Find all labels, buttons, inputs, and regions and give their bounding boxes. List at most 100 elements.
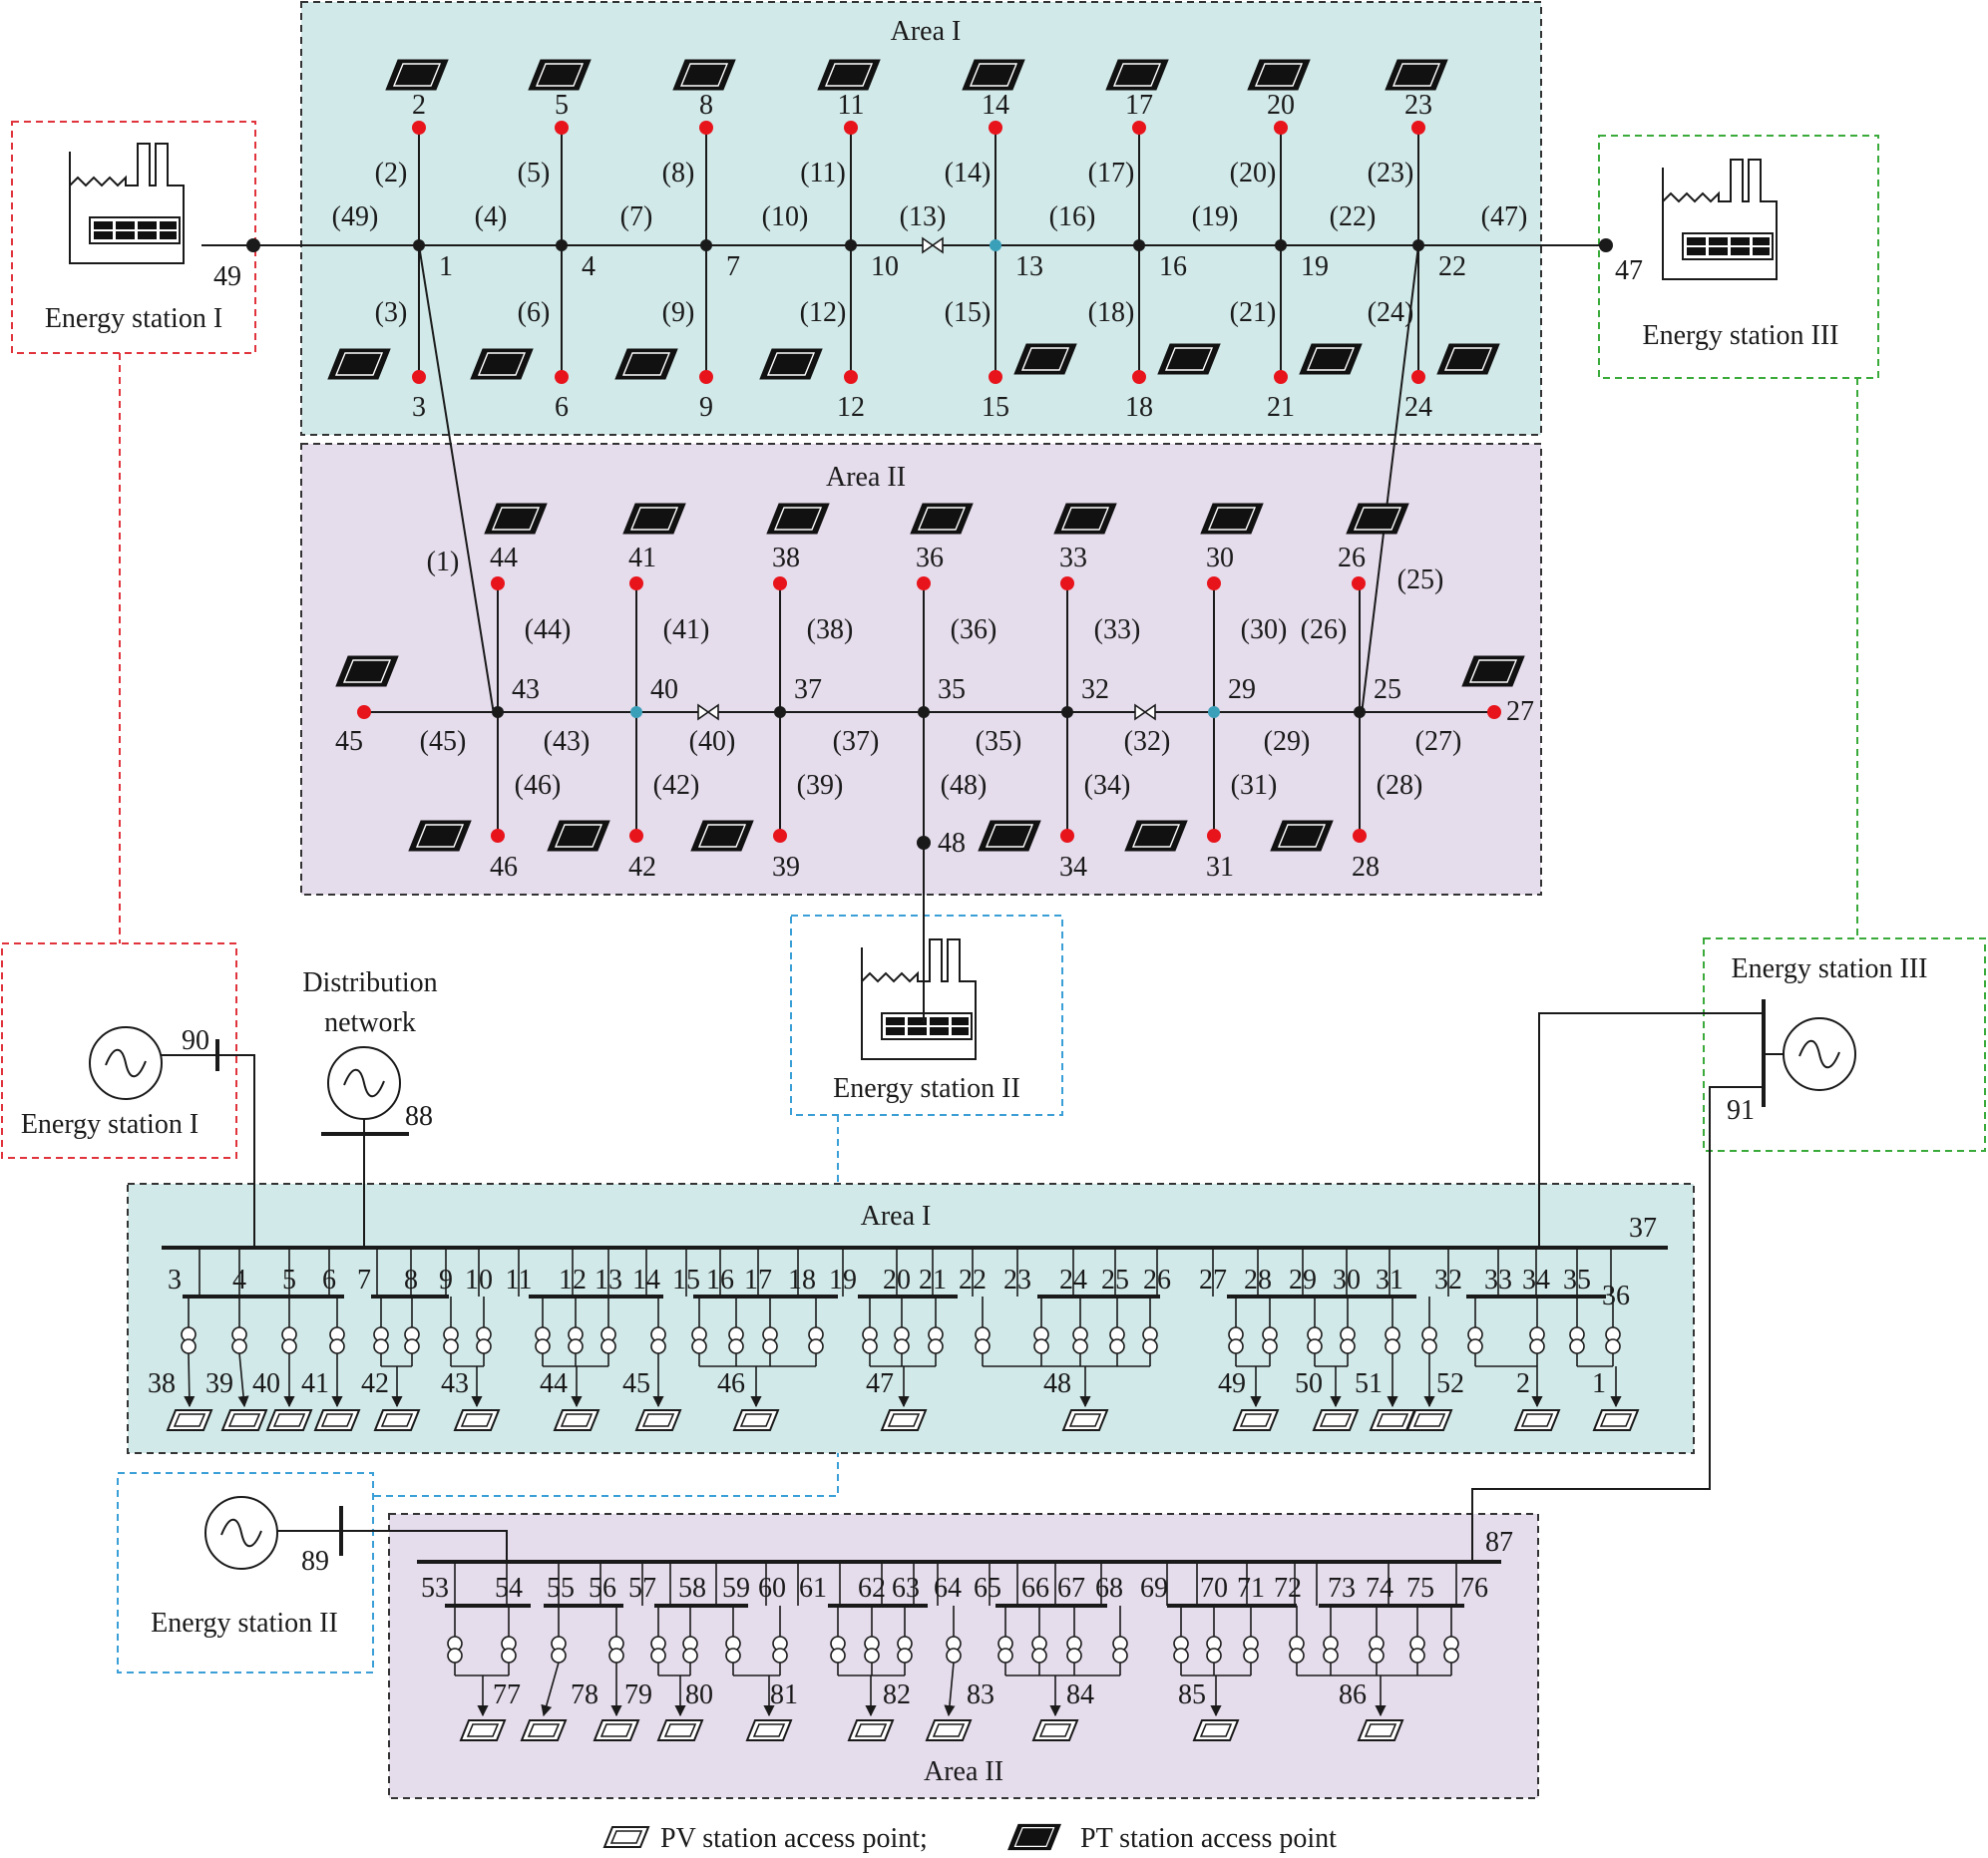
node-label: 2 (412, 90, 426, 121)
branch-label: (29) (1264, 726, 1311, 757)
bus-node (917, 836, 931, 850)
energy-station1-label: Energy station I (45, 303, 222, 334)
branch-label: (11) (800, 158, 846, 188)
branch-label: (28) (1377, 770, 1423, 801)
feeder-label: 72 (1274, 1573, 1302, 1604)
branch-label: (16) (1049, 201, 1096, 232)
node-label: 32 (1081, 674, 1109, 705)
node-label: 5 (555, 90, 569, 121)
branch-label: (1) (427, 547, 460, 577)
node-label: 17 (1125, 90, 1153, 121)
pv-station-icon (1313, 1409, 1359, 1431)
bus-node (1207, 576, 1221, 590)
transformer-icon (476, 1326, 492, 1354)
node-label: 31 (1206, 852, 1234, 883)
transformer-icon (1243, 1636, 1259, 1664)
feeder-label: 58 (678, 1573, 706, 1604)
branch-label: (7) (620, 201, 653, 232)
feeder-label: 73 (1328, 1573, 1356, 1604)
branch-label: (30) (1241, 614, 1288, 645)
bus-node (413, 239, 425, 251)
bottom-area1-title: Area I (861, 1201, 932, 1232)
transformer-icon (946, 1636, 962, 1664)
transformer-icon (1142, 1326, 1158, 1354)
feeder-label: 63 (892, 1573, 920, 1604)
node-label: 49 (213, 261, 241, 292)
factory-icon (1662, 159, 1778, 280)
transformer-icon (281, 1326, 297, 1354)
pv-station-icon (167, 1409, 212, 1431)
pv-label: 40 (252, 1368, 280, 1399)
energy-station1-box (11, 121, 256, 354)
transformer-icon (808, 1326, 824, 1354)
feeder-label: 56 (589, 1573, 616, 1604)
factory-icon (861, 938, 977, 1060)
bus-node (1275, 239, 1287, 251)
top-area1-title: Area I (891, 16, 962, 47)
feeder-label: 66 (1021, 1573, 1049, 1604)
node-label: 12 (837, 392, 865, 423)
feeder-label: 75 (1406, 1573, 1434, 1604)
pv-station-icon (635, 1409, 681, 1431)
bus-node (556, 239, 568, 251)
bus-node (990, 239, 1001, 251)
bus-node (1207, 829, 1221, 843)
node-label: 6 (555, 392, 569, 423)
pv-label: 78 (571, 1679, 598, 1710)
node-label: 46 (490, 852, 518, 883)
bus-node (555, 121, 569, 135)
node-label: 27 (1506, 696, 1534, 727)
transformer-icon (447, 1636, 463, 1664)
transformer-icon (1033, 1326, 1049, 1354)
branch-label: (42) (653, 770, 700, 801)
transformer-icon (975, 1326, 991, 1354)
feeder-label: 67 (1057, 1573, 1085, 1604)
bus-node (629, 829, 643, 843)
branch-label: (25) (1397, 564, 1444, 595)
pv-station-icon (1193, 1719, 1239, 1741)
branch-label: (2) (375, 158, 408, 188)
node-label: 28 (1352, 852, 1380, 883)
transformer-icon (1289, 1636, 1305, 1664)
bus-node (492, 706, 504, 718)
transformer-icon (404, 1326, 420, 1354)
node-label: 87 (1485, 1527, 1513, 1558)
branch-label: (17) (1088, 158, 1135, 188)
pv-station-icon (1062, 1409, 1108, 1431)
generator-icon (89, 1026, 163, 1100)
bus-node (989, 370, 1002, 384)
pv-station-icon (314, 1409, 360, 1431)
branch-label: (31) (1231, 770, 1278, 801)
pv-station-icon (733, 1409, 779, 1431)
bottom-area2-title: Area II (924, 1756, 1003, 1787)
feeder-label: 55 (547, 1573, 575, 1604)
bottom-area1-region (127, 1183, 1695, 1454)
pv-label: 42 (361, 1368, 389, 1399)
branch-label: (14) (945, 158, 992, 188)
factory-icon (69, 143, 185, 264)
transformer-icon (1031, 1636, 1047, 1664)
node-label: 4 (582, 251, 596, 282)
feeder-label: 18 (788, 1265, 816, 1296)
node-label: 48 (938, 828, 966, 859)
bus-node (773, 576, 787, 590)
pv-station-icon (881, 1409, 927, 1431)
feeder-line (237, 1352, 249, 1408)
pv-label: 46 (717, 1368, 745, 1399)
feeder-line (184, 1352, 196, 1408)
node-label: 37 (1629, 1213, 1657, 1244)
bus-node (1354, 706, 1366, 718)
feeder-label: 61 (799, 1573, 827, 1604)
energy-station3-label: Energy station III (1643, 320, 1839, 351)
transformer-icon (894, 1326, 910, 1354)
bus-node (1274, 370, 1288, 384)
transformer-icon (862, 1326, 878, 1354)
feeder-label: 59 (722, 1573, 750, 1604)
node-label: 9 (699, 392, 713, 423)
bus-node (1353, 829, 1367, 843)
transformer-icon (650, 1326, 666, 1354)
pv-label: 44 (540, 1368, 568, 1399)
branch-label: (39) (797, 770, 844, 801)
node-label: 14 (982, 90, 1009, 121)
